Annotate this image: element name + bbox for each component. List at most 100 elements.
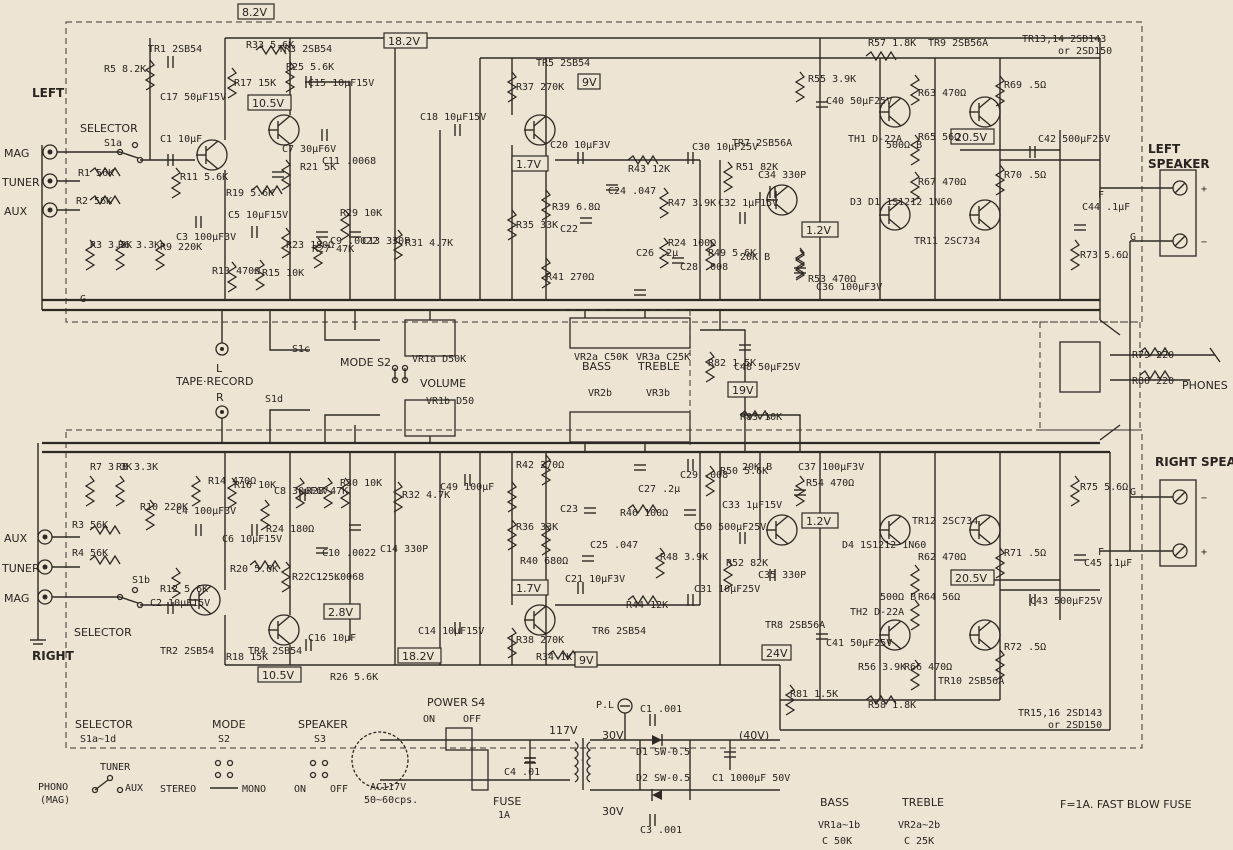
voltage-v19: 19V (727, 381, 758, 398)
s1d-label: S1d (265, 394, 283, 405)
component-bottom-61: C45 .1μF (1084, 558, 1132, 569)
component-top-40: C26 .2μ (636, 248, 678, 259)
legend-phono: PHONO (38, 782, 68, 793)
resistor-glyph-55 (540, 524, 552, 556)
voltage-v182_top: 18.2V (383, 32, 428, 49)
treble-label: TREBLE (637, 360, 680, 373)
right-spk-minus: − (1201, 493, 1207, 504)
control-4: VR3a C25K (636, 352, 690, 363)
wire-7 (305, 81, 351, 300)
right-fuse-f: F (1098, 547, 1104, 558)
component-bottom-47: C37 100μF3V (798, 462, 864, 473)
capacitor-glyph-32 (454, 622, 461, 634)
resistor-glyph-3 (255, 44, 287, 56)
capacitor-glyph-36 (634, 464, 646, 471)
component-bottom-43: R52 82K (726, 558, 768, 569)
capacitor-glyph-29 (349, 524, 361, 531)
component-top-58: R69 .5Ω (1004, 80, 1046, 91)
capacitor-glyph-10 (454, 124, 461, 136)
capacitor-glyph-4 (272, 171, 284, 178)
tape-l-label: L (216, 362, 223, 375)
component-bottom-44: C33 1μF15V (722, 500, 782, 511)
transistor-label-tr1314: TR13,14 2SD143 (1022, 34, 1106, 45)
component-bottom-55: R56 3.9K (858, 662, 906, 673)
resistor-glyph-19 (506, 71, 518, 103)
tape-record-label: TAPE·RECORD (175, 375, 254, 388)
capacitor-glyph-38 (684, 509, 696, 516)
resistor-glyph-23 (627, 154, 659, 166)
tape-jack-l (215, 310, 229, 356)
capacitor-glyph-31 (305, 639, 312, 651)
resistor-glyph-71 (704, 351, 716, 383)
transistor-symbol-16 (969, 619, 1001, 651)
component-bottom-31: C25 .047 (590, 540, 638, 551)
legend-selector-sub: S1a~1d (80, 734, 116, 745)
capacitor-glyph-8 (316, 231, 328, 238)
voltage-v9_top-text: 9V (582, 76, 597, 89)
transistor-label-tr9: TR9 2SB56A (928, 38, 988, 49)
wire-50 (269, 409, 310, 443)
legend-phono-sub: (MAG) (40, 795, 70, 806)
capacitor-glyph-45 (1074, 554, 1086, 561)
selector-switch-s1a (116, 141, 165, 164)
resistor-glyph-37 (84, 475, 96, 507)
component-bottom-45: C35 330P (758, 570, 806, 581)
power-on-label: ON (423, 714, 435, 725)
resistor-glyph-45 (294, 477, 306, 509)
resistor-glyph-10 (84, 239, 96, 271)
resistor-glyph-58 (627, 594, 659, 606)
control-5: VR2b (588, 388, 612, 399)
left-channel-label: LEFT (32, 86, 65, 100)
component-bottom-21: C2 10μF15V (150, 598, 210, 609)
component-bottom-16: R32 4.7K (402, 490, 450, 501)
resistor-glyph-29 (794, 71, 806, 103)
transistor-label-tr3: TR3 2SB54 (278, 44, 332, 55)
resistor-glyph-18 (392, 229, 404, 261)
component-top-24: R29 10K (340, 208, 382, 219)
control-11: R79 220 (1132, 350, 1174, 361)
capacitor-glyph-39 (687, 594, 694, 606)
resistor-glyph-56 (627, 503, 659, 515)
capacitor-glyph-20 (816, 101, 828, 108)
capacitor-glyph-40 (739, 532, 746, 544)
capacitor-glyph-24 (464, 474, 471, 486)
voltage-v24: 24V (761, 644, 792, 661)
component-bottom-26: C49 100μF (440, 482, 494, 493)
right-input-jacks (30, 443, 120, 645)
ground-label-g: G (80, 294, 86, 305)
power-component-4: C3 .001 (640, 825, 682, 836)
component-top-26: C13 330P (362, 236, 410, 247)
input-label-right-aux: AUX (4, 532, 28, 545)
component-bottom-14: C10 .0022 (322, 548, 376, 559)
component-bottom-6: C4 100μF3V (176, 506, 236, 517)
component-bottom-19: C12 .0068 (310, 572, 364, 583)
s1c-label: S1c (292, 344, 310, 355)
volume-pot-block (404, 319, 456, 437)
resistor-glyph-21 (540, 189, 552, 221)
phones-label: PHONES (1182, 379, 1228, 392)
voltage-v12_bot: 1.2V (801, 512, 839, 529)
component-top-60: R70 .5Ω (1004, 170, 1046, 181)
transistor-label-tr1314b: or 2SD150 (1058, 46, 1112, 57)
power-component-6: C4 .01 (504, 767, 540, 778)
component-top-30: R35 33K (516, 220, 558, 231)
component-bottom-27: R42 270Ω (516, 460, 564, 471)
voltage-v182_bot: 18.2V (397, 647, 442, 664)
transistor-symbol-3 (524, 114, 556, 146)
resistor-glyph-7 (170, 167, 182, 199)
voltage-v205_top: 20.5V (950, 128, 995, 145)
mode-switch-s2 (391, 364, 409, 384)
component-top-54: R53 470Ω (808, 274, 856, 285)
component-bottom-46: R54 470Ω (806, 478, 854, 489)
component-top-7: C1 10μF (160, 134, 202, 145)
transistor-label-tr10: TR10 2SB56A (938, 676, 1004, 687)
resistor-glyph-40 (89, 554, 121, 566)
capacitor-network (167, 56, 1086, 826)
control-10: R81 1.5K (790, 689, 838, 700)
component-top-12: R21 5K (300, 162, 336, 173)
component-bottom-37: C21 10μF3V (565, 574, 625, 585)
resistor-glyph-60 (547, 649, 579, 661)
resistor-glyph-13 (226, 261, 238, 293)
component-top-21: R15 10K (262, 268, 304, 279)
